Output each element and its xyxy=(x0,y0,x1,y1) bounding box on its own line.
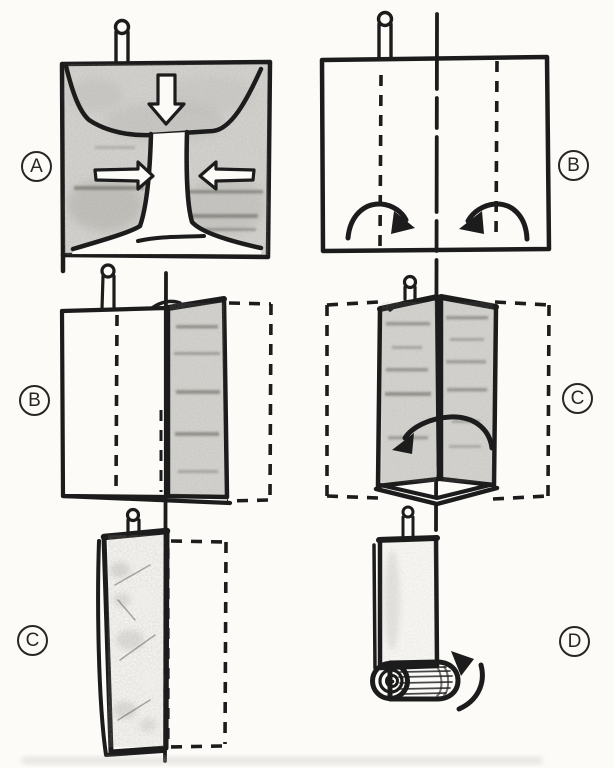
channel-bottom-line xyxy=(136,234,206,243)
panel-step-b-right xyxy=(319,10,552,532)
flap-grain xyxy=(170,303,224,495)
stick-icon xyxy=(401,505,415,541)
strip-outer-line xyxy=(96,539,165,757)
strip-outer-line xyxy=(372,543,377,670)
inward-arrow-left-icon xyxy=(93,160,155,191)
step-label-d: D xyxy=(559,626,590,657)
wrap-curl-line xyxy=(150,299,182,310)
pressed-channel xyxy=(72,132,262,254)
stick-icon xyxy=(100,263,116,311)
fold-dashed-line xyxy=(114,314,119,492)
strip-shading xyxy=(384,550,400,650)
sheet-bottom-edge xyxy=(60,493,233,506)
panel-step-b-left xyxy=(59,263,273,763)
roll-arrow-icon xyxy=(451,651,485,712)
crumple-texture xyxy=(110,554,160,732)
torn-edge-line xyxy=(63,63,264,138)
step-label-b-left: B xyxy=(19,385,50,416)
fold-arrow-icon xyxy=(392,414,495,454)
step-label-c-left: C xyxy=(17,625,48,656)
stick-icon xyxy=(402,274,418,301)
strip-top-edge xyxy=(376,535,440,543)
step-label-b-right: B xyxy=(558,150,589,181)
panel-step-c-left xyxy=(96,507,228,757)
paper-roll-icon xyxy=(370,659,461,702)
flap-text-smudge xyxy=(174,325,220,473)
panel-step-c-right xyxy=(325,274,551,507)
down-arrow-icon xyxy=(147,73,186,126)
inward-arrow-right-icon xyxy=(198,160,256,191)
ghost-outline xyxy=(226,301,273,503)
stick-icon xyxy=(376,10,394,60)
step-label-c-right: C xyxy=(562,383,593,414)
paper-sheet xyxy=(59,305,169,500)
panel-step-a xyxy=(59,18,273,274)
stick-icon xyxy=(125,507,141,537)
roll-hatching xyxy=(398,666,453,695)
ghost-outline xyxy=(325,300,551,501)
flap-grain xyxy=(443,302,493,482)
ghost-outline xyxy=(166,539,228,749)
fold-dashed-line xyxy=(378,74,383,247)
fold-arrow-icon xyxy=(459,201,530,242)
crumple-creases xyxy=(114,564,156,721)
scan-shadow xyxy=(22,757,542,764)
fold-arrow-icon xyxy=(345,201,415,241)
channel-left-edge xyxy=(70,131,154,252)
step-label-a: A xyxy=(21,151,52,182)
roll-end-hatching xyxy=(435,665,450,697)
fold-dashed-line xyxy=(494,60,499,242)
panel-step-d xyxy=(370,505,485,712)
channel-right-edge xyxy=(184,129,264,251)
stick-icon xyxy=(113,18,131,64)
bottom-fold-lines xyxy=(373,482,500,507)
